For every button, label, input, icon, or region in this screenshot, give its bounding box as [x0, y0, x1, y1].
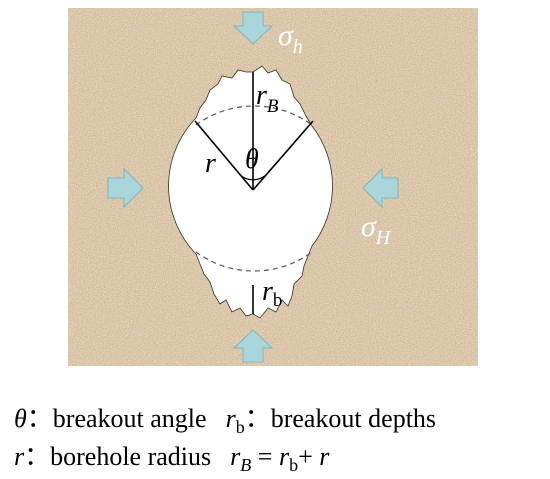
rB-label: rB: [256, 80, 279, 117]
original-borehole-arc-bottom: [195, 251, 313, 272]
theta-arc: [239, 174, 267, 181]
arrow-right-icon: [362, 167, 399, 209]
sigma-h-label: σh: [278, 19, 303, 58]
arrow-bottom-icon: [232, 329, 274, 363]
stress-arrows: [107, 11, 399, 363]
theta-label: θ: [245, 144, 259, 175]
r-label: r: [205, 148, 216, 179]
radius-line-right: [252, 120, 314, 191]
sigma-H-label: σH: [361, 210, 392, 249]
borehole-cavity: [168, 65, 333, 319]
arrow-left-icon: [107, 167, 144, 209]
original-borehole-arc-top: [195, 105, 313, 126]
rb-label: rb: [262, 276, 282, 311]
geometry-lines: [194, 72, 314, 314]
arrow-top-icon: [232, 11, 274, 45]
radius-line-left: [194, 120, 254, 191]
